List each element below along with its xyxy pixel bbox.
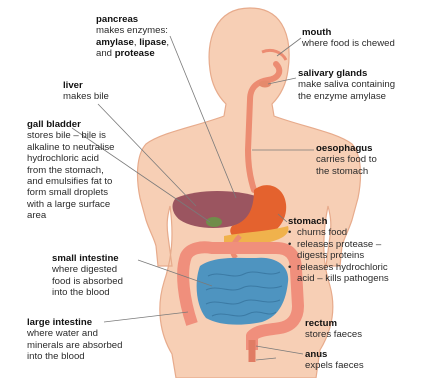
- gall-bladder-label: gall bladder stores bile – bile is alkal…: [27, 119, 114, 222]
- stomach-bullet-2-cont: digests proteins: [288, 250, 389, 261]
- salivary-glands-desc-line-2: the enzyme amylase: [298, 91, 395, 102]
- pancreas-title: pancreas: [96, 14, 169, 25]
- gall-bladder-desc-line: alkaline to neutralise: [27, 142, 114, 153]
- oesophagus-title: oesophagus: [316, 143, 377, 154]
- lipase-term: lipase: [139, 37, 166, 48]
- oesophagus-desc-line-2: the stomach: [316, 166, 377, 177]
- mouth-title: mouth: [302, 27, 395, 38]
- small-intestine-desc-line-3: into the blood: [52, 287, 123, 298]
- mouth-desc: where food is chewed: [302, 38, 395, 49]
- pancreas-desc-line-3: and protease: [96, 48, 169, 59]
- liver-label: liver makes bile: [63, 80, 109, 103]
- gall-bladder-desc-line: stores bile – bile is: [27, 130, 114, 141]
- gall-bladder-desc-line: hydrochloric acid: [27, 153, 114, 164]
- rectum-label: rectum stores faeces: [305, 318, 362, 341]
- small-intestine-desc-line-1: where digested: [52, 264, 123, 275]
- pancreas-desc-line-1: makes enzymes:: [96, 25, 169, 36]
- gall-bladder-desc-line: and emulsifies fat to: [27, 176, 114, 187]
- gall-bladder-desc-line: form small droplets: [27, 187, 114, 198]
- small-intestine-title: small intestine: [52, 253, 123, 264]
- mouth-label: mouth where food is chewed: [302, 27, 395, 50]
- anus-label: anus expels faeces: [305, 349, 364, 372]
- large-intestine-desc-line-2: minerals are absorbed: [27, 340, 122, 351]
- large-intestine-desc-line-3: into the blood: [27, 351, 122, 362]
- rectum-title: rectum: [305, 318, 362, 329]
- stomach-bullet-1: churns food: [288, 227, 389, 238]
- gall-bladder-desc-line: with a large surface: [27, 199, 114, 210]
- large-intestine-desc-line-1: where water and: [27, 328, 122, 339]
- salivary-glands-desc-line-1: make saliva containing: [298, 79, 395, 90]
- rectum-desc: stores faeces: [305, 329, 362, 340]
- amylase-term: amylase: [96, 37, 134, 48]
- gall-bladder-title: gall bladder: [27, 119, 114, 130]
- large-intestine-title: large intestine: [27, 317, 122, 328]
- oesophagus-desc-line-1: carries food to: [316, 154, 377, 165]
- salivary-glands-label: salivary glands make saliva containing t…: [298, 68, 395, 102]
- anus-desc: expels faeces: [305, 360, 364, 371]
- liver-title: liver: [63, 80, 109, 91]
- protease-term: protease: [115, 48, 155, 59]
- anus-title: anus: [305, 349, 364, 360]
- gall-bladder-desc-line: from the stomach,: [27, 165, 114, 176]
- and-text: and: [96, 48, 115, 59]
- stomach-label: stomach churns food releases protease – …: [288, 216, 389, 284]
- salivary-glands-title: salivary glands: [298, 68, 395, 79]
- small-intestine-shape: [197, 258, 289, 325]
- term-separator: ,: [166, 37, 169, 48]
- oesophagus-label: oesophagus carries food to the stomach: [316, 143, 377, 177]
- stomach-bullet-3-cont: acid – kills pathogens: [288, 273, 389, 284]
- stomach-bullet-2: releases protease –: [288, 239, 389, 250]
- liver-desc: makes bile: [63, 91, 109, 102]
- large-intestine-label: large intestine where water and minerals…: [27, 317, 122, 363]
- gall-bladder-shape: [206, 217, 222, 227]
- small-intestine-desc-line-2: food is absorbed: [52, 276, 123, 287]
- stomach-bullet-3: releases hydrochloric: [288, 262, 389, 273]
- stomach-title: stomach: [288, 216, 389, 227]
- small-intestine-label: small intestine where digested food is a…: [52, 253, 123, 299]
- gall-bladder-desc-line: area: [27, 210, 114, 221]
- pancreas-label: pancreas makes enzymes: amylase, lipase,…: [96, 14, 169, 60]
- pancreas-desc-line-2: amylase, lipase,: [96, 37, 169, 48]
